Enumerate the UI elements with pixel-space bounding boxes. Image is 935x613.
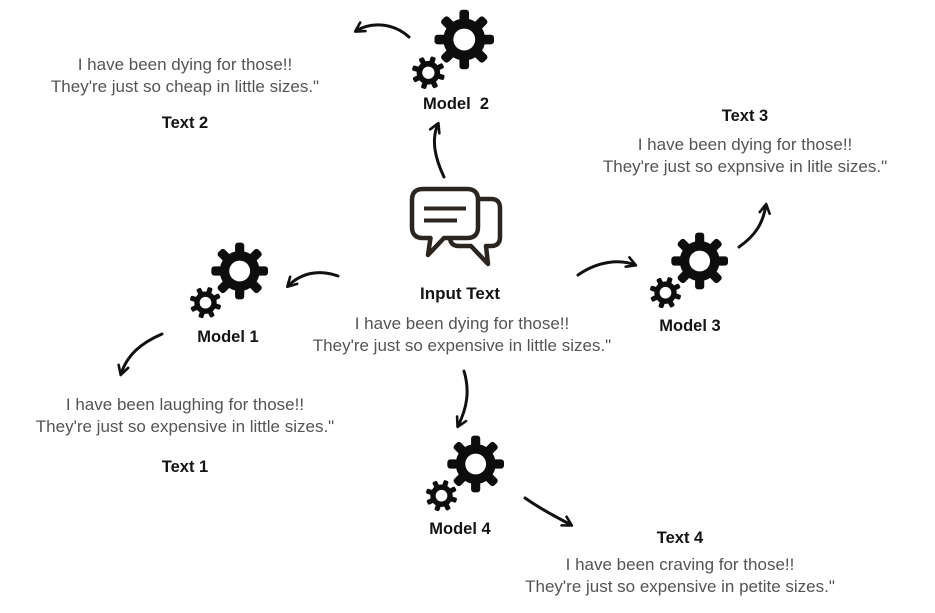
arrow-model2-to-text2	[353, 21, 411, 39]
arrow-model1-to-text1	[117, 332, 164, 377]
model2-gears-icon	[410, 8, 494, 92]
model2-label: Model 2	[422, 95, 490, 113]
text1-quote: I have been laughing for those!! They're…	[36, 394, 334, 438]
model3-label: Model 3	[659, 317, 721, 335]
arrow-input-to-model1	[285, 271, 340, 289]
text2-label: Text 2	[161, 114, 209, 132]
text4-quote-line1: I have been craving for those!!	[565, 555, 795, 574]
arrow-model3-to-text3	[737, 202, 771, 249]
text1-label: Text 1	[161, 458, 209, 476]
text3-quote-line2: They're just so expnsive in litle sizes.…	[602, 157, 888, 176]
input-quote-line2: They're just so expensive in little size…	[312, 336, 612, 355]
model1-gears-icon	[188, 241, 268, 321]
text2-quote: I have been dying for those!! They're ju…	[51, 54, 319, 98]
arrow-input-to-model3	[576, 256, 638, 277]
text4-label: Text 4	[656, 529, 704, 547]
input-quote: I have been dying for those!! They're ju…	[313, 313, 611, 357]
input-text-label: Input Text	[420, 284, 500, 303]
input-quote-line1: I have been dying for those!!	[354, 314, 570, 333]
text4-quote-line2: They're just so expensive in petite size…	[525, 577, 835, 596]
arrow-input-to-model4	[455, 369, 469, 429]
arrow-model4-to-text4	[523, 496, 574, 527]
model3-gears-icon	[648, 231, 728, 311]
chat-bubbles-icon	[403, 183, 515, 275]
text4-quote: I have been craving for those!! They're …	[525, 554, 835, 598]
model1-label: Model 1	[197, 328, 259, 346]
text3-quote-line1: I have been dying for those!!	[637, 135, 853, 154]
text3-quote: I have been dying for those!! They're ju…	[603, 134, 887, 178]
arrow-input-to-model2	[428, 121, 446, 179]
text1-quote-line2: They're just so expensive in little size…	[35, 417, 335, 436]
text2-quote-line1: I have been dying for those!!	[77, 55, 293, 74]
model4-label: Model 4	[429, 520, 491, 538]
model4-gears-icon	[424, 434, 504, 514]
text2-quote-line2: They're just so cheap in little sizes."	[50, 77, 320, 96]
text1-quote-line1: I have been laughing for those!!	[65, 395, 305, 414]
text3-label: Text 3	[721, 107, 769, 125]
